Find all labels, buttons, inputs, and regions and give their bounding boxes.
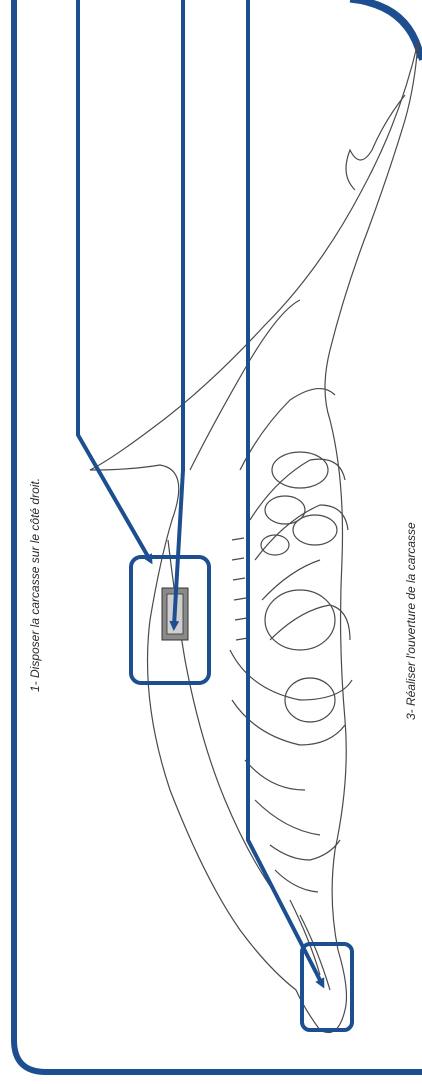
frame-right-top: [350, 0, 420, 58]
outer-frame: [14, 0, 422, 1072]
arrow-center-leader: [174, 0, 183, 626]
step3-label: 3- Réaliser l'ouverture de la carcasse: [404, 522, 418, 720]
arrows: [78, 0, 322, 984]
arrow-right-leader: [248, 0, 322, 984]
step1-label: 1- Disposer la carcasse sur le côté droi…: [28, 478, 42, 692]
arrow-left-leader: [78, 0, 150, 560]
